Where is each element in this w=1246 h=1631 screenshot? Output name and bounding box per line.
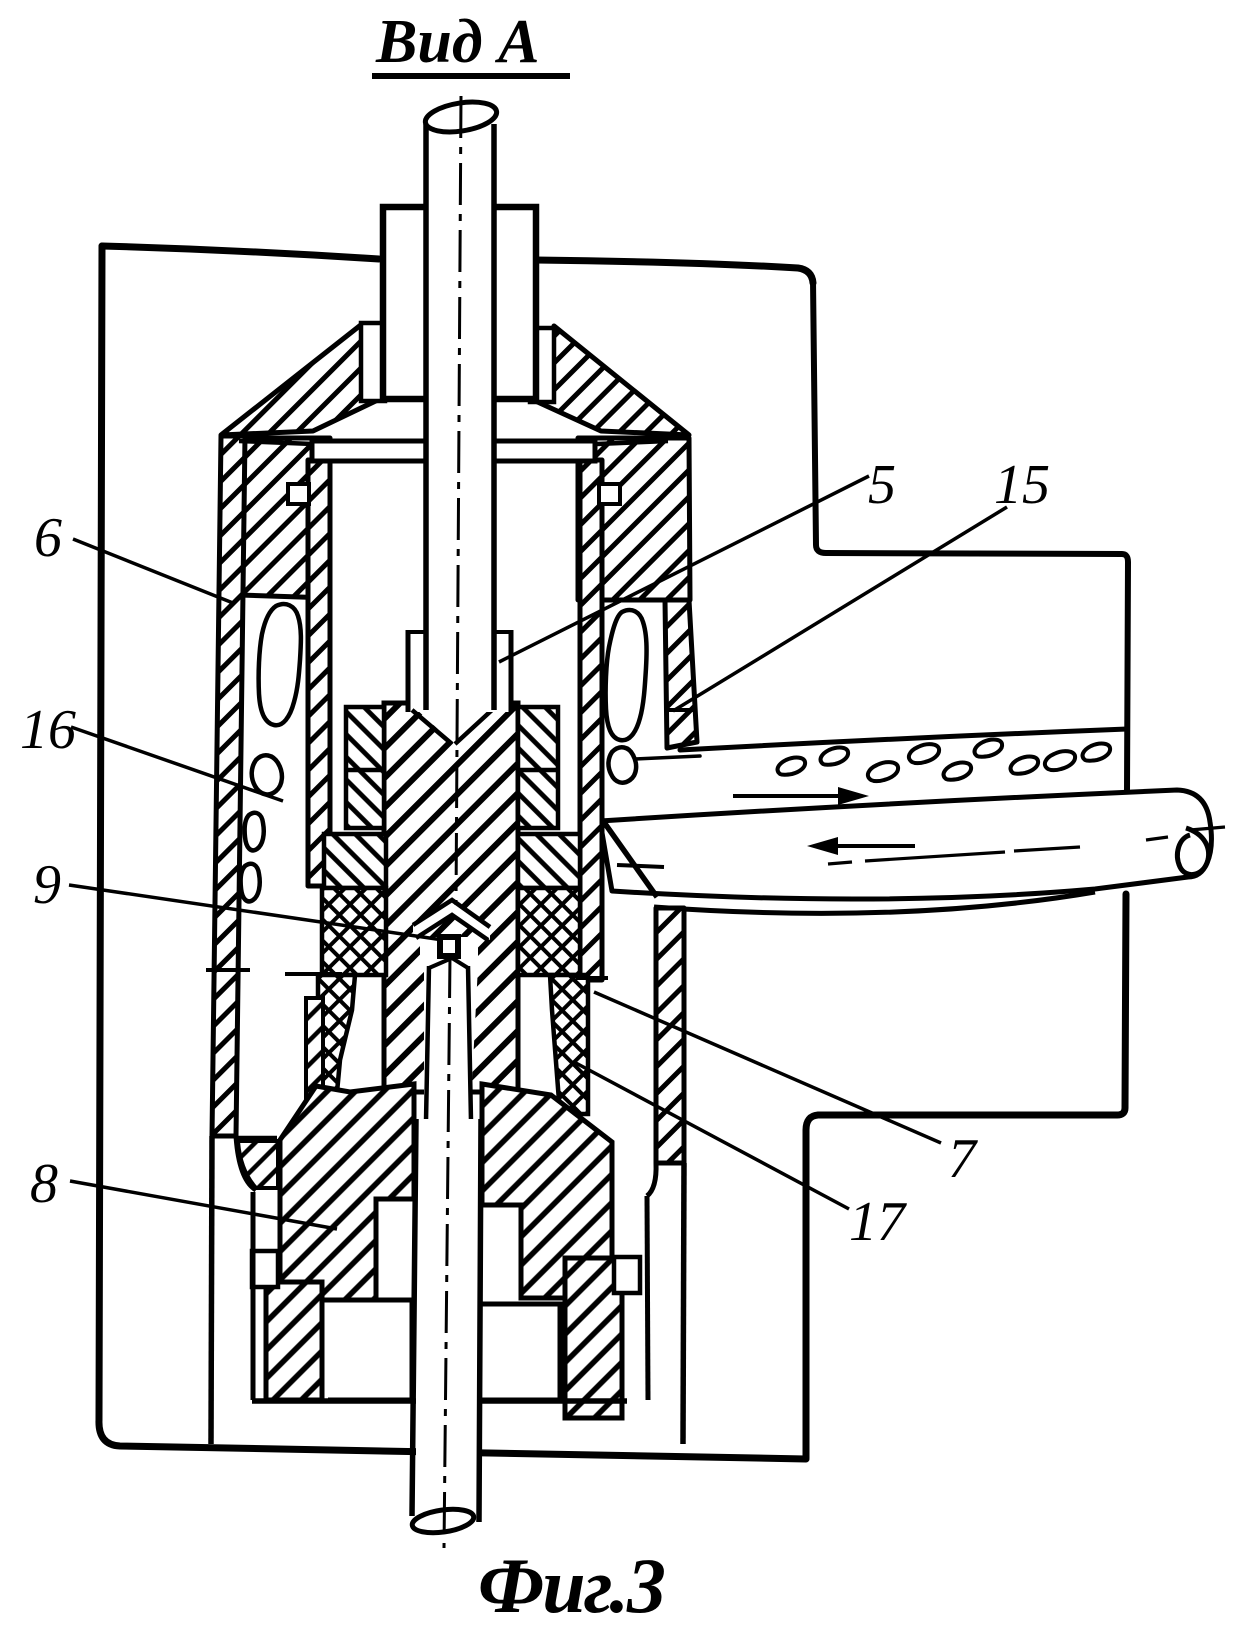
svg-text:8: 8 [30, 1153, 58, 1215]
svg-text:9: 9 [33, 854, 61, 916]
svg-text:5: 5 [868, 454, 896, 516]
svg-text:Фиг.3: Фиг.3 [478, 1542, 664, 1629]
svg-text:Вид А: Вид А [375, 8, 539, 76]
svg-text:16: 16 [20, 699, 76, 761]
svg-text:15: 15 [994, 454, 1050, 516]
svg-text:17: 17 [849, 1191, 907, 1253]
svg-text:7: 7 [948, 1128, 978, 1190]
svg-text:6: 6 [34, 507, 62, 569]
